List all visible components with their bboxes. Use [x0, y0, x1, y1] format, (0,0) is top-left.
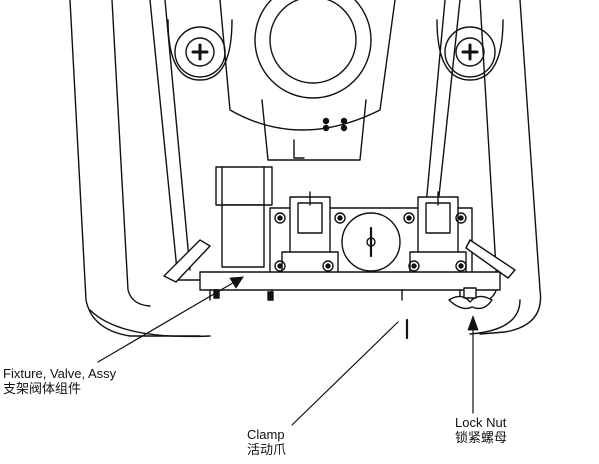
bracket-right [465, 239, 516, 279]
callout-fixture-zh: 支架阀体组件 [3, 381, 82, 396]
leader-clamp [291, 321, 399, 426]
housing-bottom-rim [89, 299, 521, 338]
callout-clamp-en: Clamp [247, 427, 285, 442]
callout-locknut-en: Lock Nut [455, 415, 507, 430]
bottom-rail [199, 271, 501, 291]
valve-upper-body [219, 0, 396, 131]
callout-clamp: Clamp 活动爪 [247, 427, 286, 457]
pipe-opening-inner [269, 0, 357, 84]
callout-lock-nut: Lock Nut 锁紧螺母 [455, 415, 507, 445]
center-knob [341, 212, 401, 272]
housing-inner-wall-left [111, 0, 151, 307]
callout-locknut-zh: 锁紧螺母 [455, 430, 508, 445]
callout-fixture-valve-assy: Fixture, Valve, Assy 支架阀体组件 [3, 366, 116, 396]
bracket-left [163, 239, 211, 283]
callout-fixture-en: Fixture, Valve, Assy [3, 366, 117, 381]
leader-locknut-arrow [467, 315, 479, 331]
leader-fixture [97, 276, 244, 363]
lock-nut-wing [448, 287, 493, 310]
housing-outer-shell [69, 0, 542, 337]
fixture-valve-block [215, 166, 273, 268]
screw-mount-right [436, 19, 504, 81]
clamp-right [409, 191, 467, 275]
valve-neck [261, 99, 367, 161]
pipe-opening [254, 0, 372, 99]
screw-mount-left [167, 19, 233, 81]
callout-clamp-zh: 活动爪 [247, 442, 287, 457]
leader-fixture-arrow [229, 276, 244, 289]
